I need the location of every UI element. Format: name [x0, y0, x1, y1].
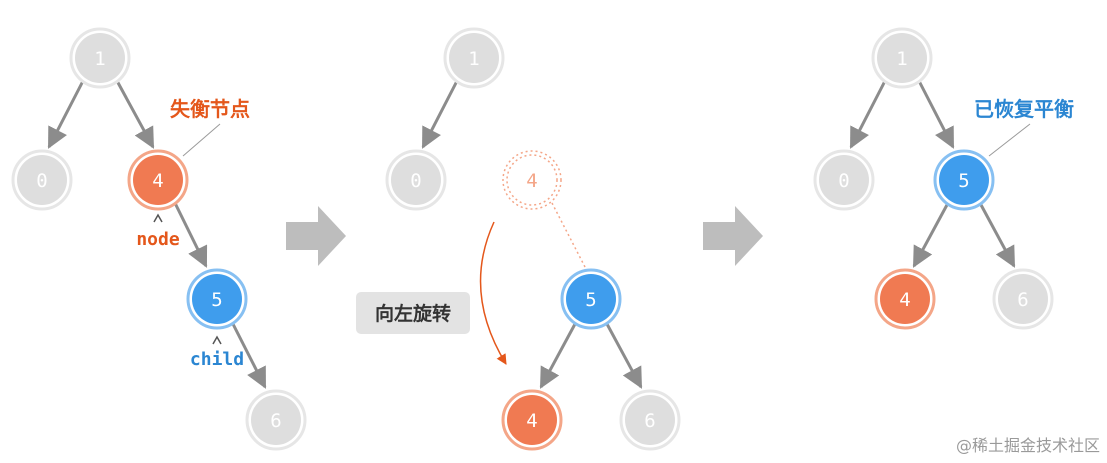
edge-4-5: [173, 202, 208, 268]
tree-node-1: 1: [871, 27, 933, 89]
ghost-node-4: 4: [502, 150, 562, 210]
node-value: 5: [211, 289, 222, 311]
node-value: 0: [36, 170, 47, 192]
edge-5-4: [539, 323, 577, 389]
node-value: 1: [468, 48, 479, 70]
callout-line: [182, 123, 221, 157]
node-value: 1: [94, 48, 105, 70]
node-value: 5: [958, 170, 969, 192]
rotation-arrow-icon: [479, 221, 507, 365]
node-pointer-label: node: [136, 229, 180, 250]
tree-node-4: 4: [874, 268, 936, 330]
tree-node-1: 1: [443, 27, 505, 89]
panel-after-rotation: 1 0 5 4 6 已恢复平衡: [813, 27, 1074, 330]
edge-1-0: [47, 78, 86, 149]
tree-node-4-unbalanced: 4: [127, 149, 189, 211]
tree-node-6: 6: [619, 389, 681, 451]
tree-node-0: 0: [11, 149, 73, 211]
node-value: 4: [526, 410, 537, 432]
tree-node-6: 6: [992, 268, 1054, 330]
edge-1-4: [114, 78, 155, 149]
node-value: 6: [1017, 289, 1028, 311]
tree-node-5: 5: [560, 268, 622, 330]
node-value: 6: [270, 410, 281, 432]
tree-node-6: 6: [245, 389, 307, 451]
tree-node-1: 1: [69, 27, 131, 89]
edge-5-6: [605, 323, 643, 389]
panel-before-rotation: 1 0 4 5 6 失衡节点 node child: [11, 27, 307, 451]
tree-node-0: 0: [385, 149, 447, 211]
node-value: 0: [410, 170, 421, 192]
tree-node-0: 0: [813, 149, 875, 211]
transition-arrow-icon: [286, 206, 346, 266]
rotate-left-tag: 向左旋转: [356, 292, 470, 334]
edge-5-6: [231, 323, 267, 389]
balanced-label: 已恢复平衡: [974, 97, 1074, 121]
node-value: 0: [838, 170, 849, 192]
panel-rotating: 1 0 4 5 4 6 向左旋转: [356, 27, 681, 451]
edge-1-0: [849, 78, 888, 149]
rotate-left-label: 向左旋转: [375, 302, 451, 325]
edge-5-6: [978, 202, 1016, 268]
node-value: 4: [899, 289, 910, 311]
node-value: 4: [526, 170, 537, 192]
pointer-caret-icon: [212, 335, 222, 345]
edge-1-0: [421, 78, 460, 149]
node-value: 1: [896, 48, 907, 70]
tree-node-5-balanced: 5: [933, 149, 995, 211]
callout-line: [988, 123, 1031, 157]
transition-arrow-icon: [703, 206, 763, 266]
node-value: 4: [152, 170, 163, 192]
edge-1-5: [916, 78, 955, 149]
node-value: 5: [585, 289, 596, 311]
ghost-edge: [551, 202, 586, 268]
unbalanced-node-label: 失衡节点: [170, 97, 250, 121]
pointer-caret-icon: [153, 213, 163, 223]
tree-node-5: 5: [186, 268, 248, 330]
edge-5-4: [912, 202, 950, 268]
watermark: @稀土掘金技术社区: [956, 436, 1100, 455]
node-value: 6: [644, 410, 655, 432]
tree-node-4: 4: [501, 389, 563, 451]
child-pointer-label: child: [190, 349, 244, 370]
